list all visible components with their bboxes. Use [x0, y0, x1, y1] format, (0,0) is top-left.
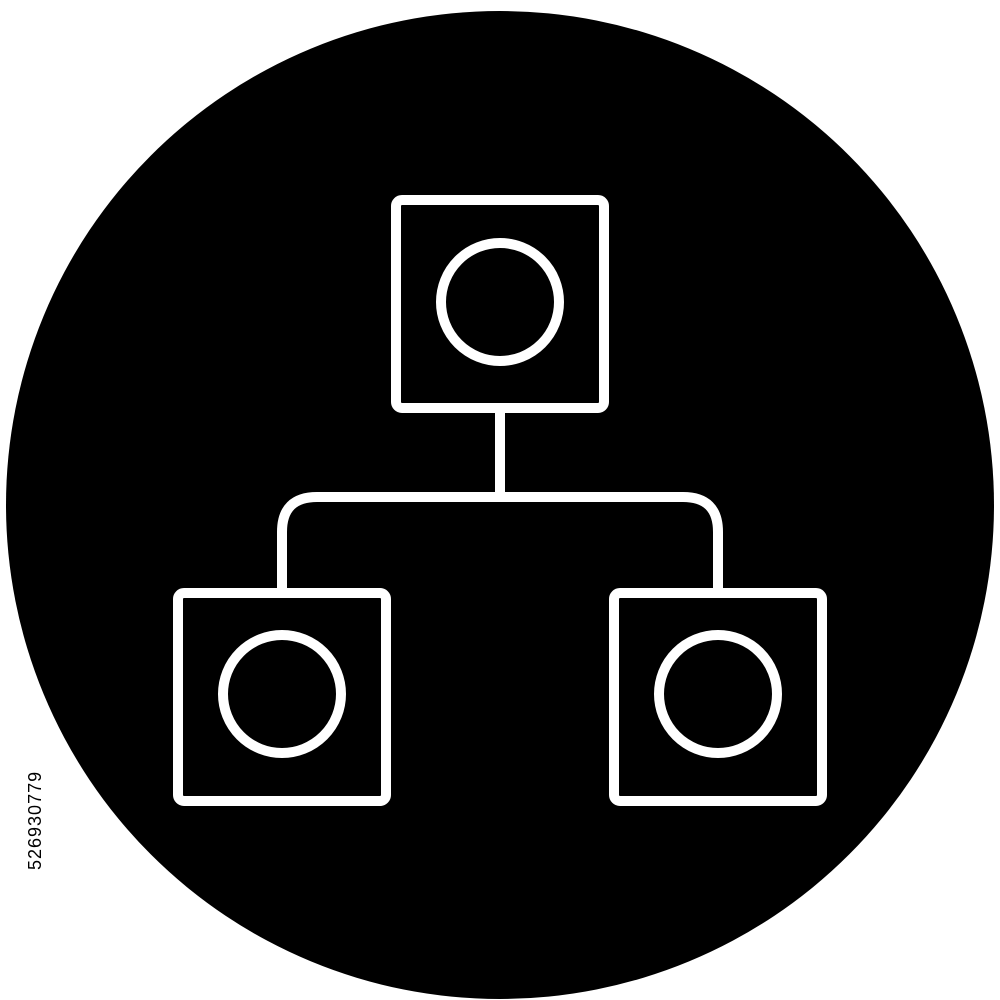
bottom-left-node-box	[173, 588, 391, 806]
bottom-left-node	[173, 588, 391, 806]
bottom-left-node-circle	[218, 630, 346, 758]
stock-id-label: 526930779	[25, 770, 45, 870]
top-node-box	[391, 195, 609, 413]
bottom-right-node-circle	[654, 630, 782, 758]
connector-lines	[277, 408, 723, 588]
branch-connector	[277, 492, 723, 588]
bottom-right-node	[609, 588, 827, 806]
top-node	[391, 195, 609, 413]
badge-circle	[6, 11, 994, 999]
bottom-right-node-box	[609, 588, 827, 806]
top-node-circle	[436, 238, 564, 366]
